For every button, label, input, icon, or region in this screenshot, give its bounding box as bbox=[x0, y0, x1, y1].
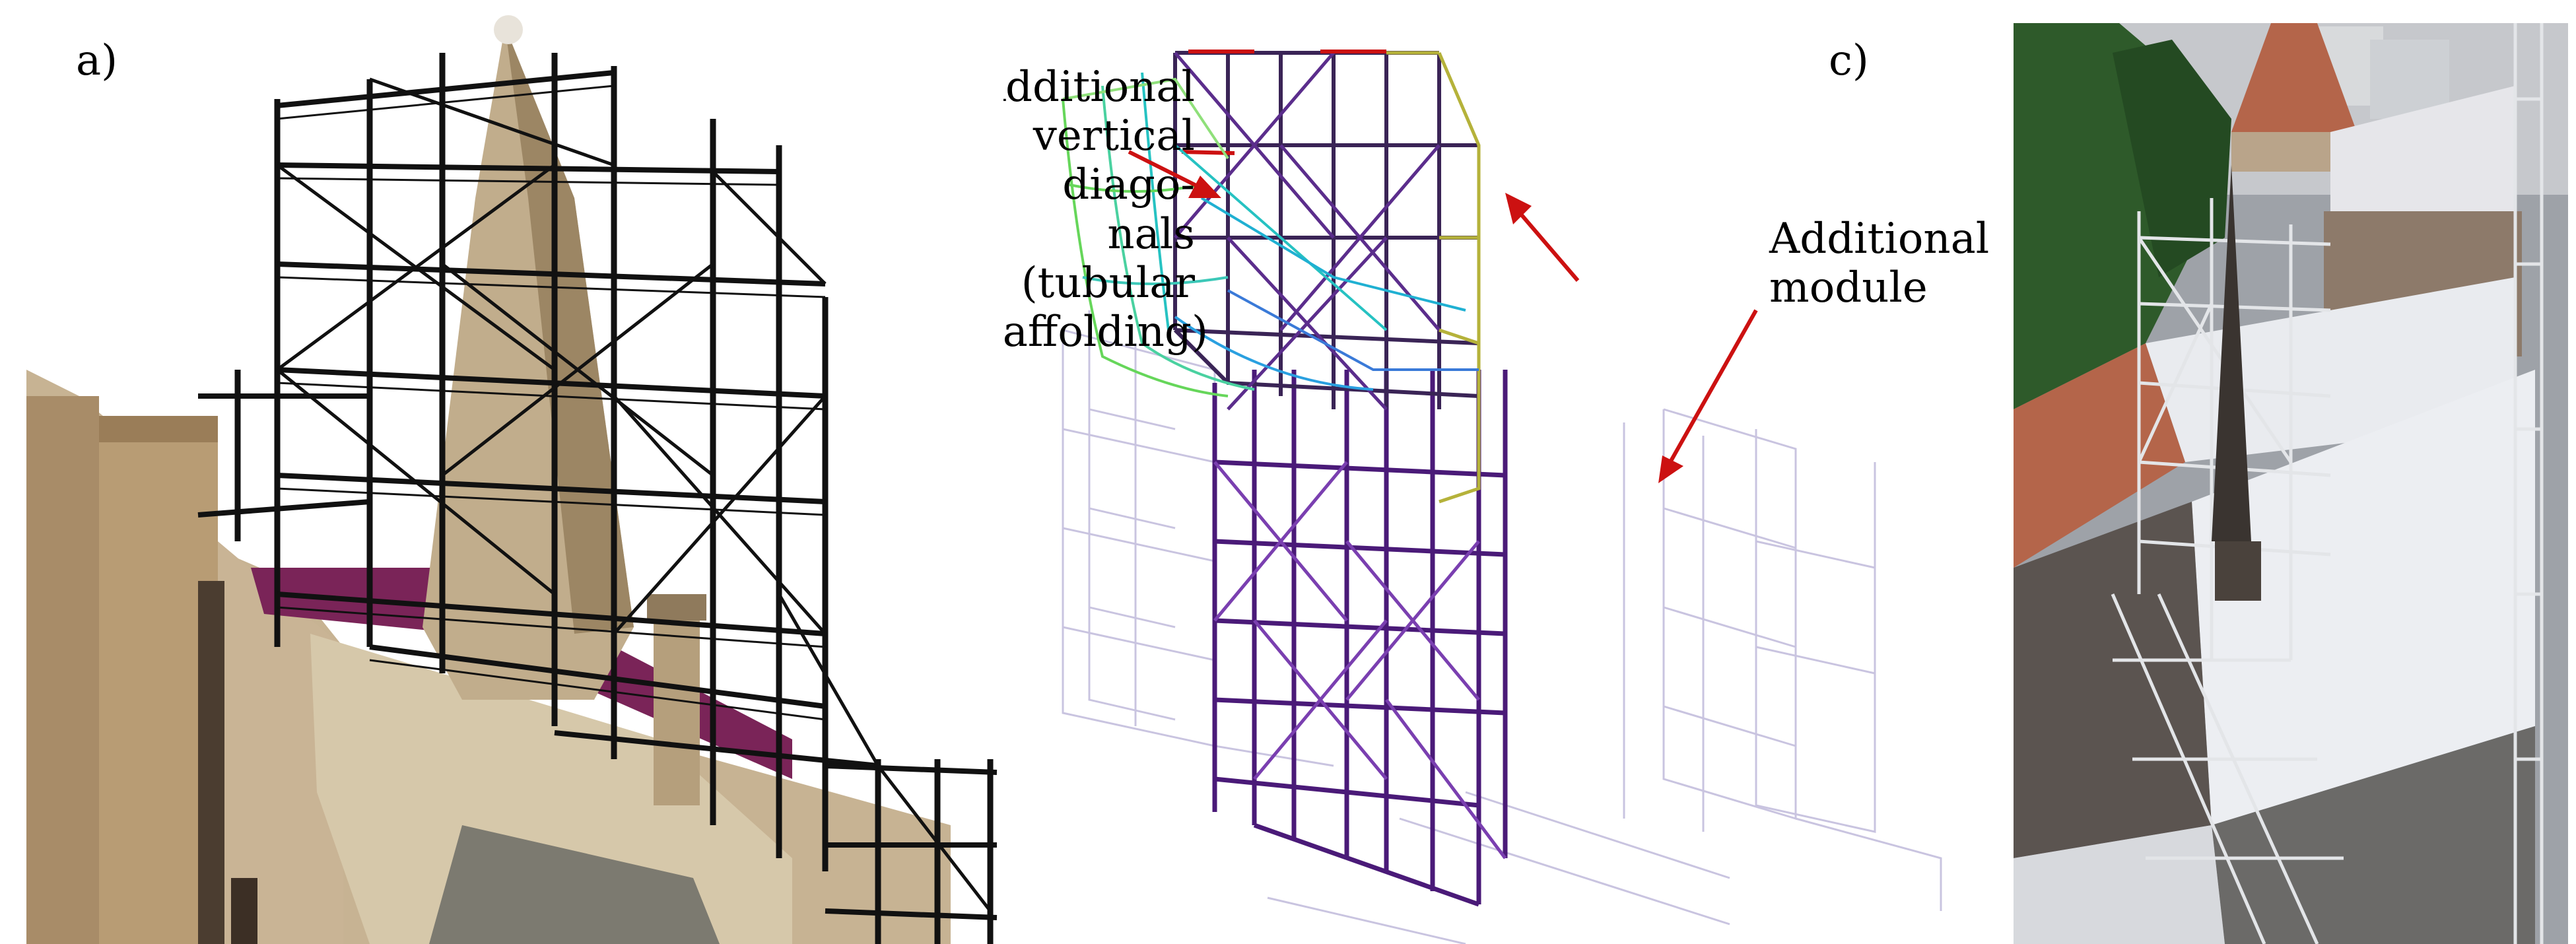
annotation-left-line-3: nals (tubular bbox=[1021, 209, 1195, 308]
panel-a-illustration bbox=[26, 15, 998, 944]
wireframe-upper-diagonals bbox=[1174, 51, 1441, 411]
photo-scaffolding bbox=[2111, 23, 2544, 944]
panel-b-illustration bbox=[1062, 50, 1942, 944]
wireframe-lower bbox=[1212, 370, 1508, 907]
top-red-ledgers bbox=[1181, 50, 1386, 155]
additional-module bbox=[1386, 51, 1481, 504]
arrowhead-upper-right bbox=[1505, 193, 1532, 224]
wireframe-lower-diagonals bbox=[1213, 461, 1507, 860]
panel-a: a) bbox=[0, 0, 1003, 944]
annotation-left-line-2: vertical diago- bbox=[1033, 112, 1195, 210]
ghost-scaffolding bbox=[1062, 310, 1942, 944]
panel-b: b) Additional vertical diago- nals (tubu… bbox=[1003, 0, 2014, 944]
scaffold-decks bbox=[277, 84, 826, 721]
arrowhead-left bbox=[1188, 176, 1221, 198]
arrowhead-lower-right bbox=[1658, 455, 1683, 483]
annotation-arrows bbox=[1128, 150, 1758, 483]
annotation-left-line-4: scaffolding) bbox=[1003, 308, 1208, 357]
panel-label-a: a) bbox=[76, 36, 118, 85]
annotation-right-line-1: Additional bbox=[1769, 215, 1990, 263]
panel-label-c: c) bbox=[1829, 36, 1869, 85]
scaffold-diagonals bbox=[276, 77, 992, 912]
annotation-additional-diagonals: Additional vertical diago- nals (tubular… bbox=[1003, 63, 1208, 357]
tubular-diagonals bbox=[1062, 72, 1479, 397]
annotation-right-line-2: module bbox=[1769, 263, 1928, 313]
panel-c bbox=[2014, 0, 2576, 944]
annotation-left-line-1: Additional bbox=[1003, 63, 1195, 112]
annotation-additional-module: Additional module bbox=[1769, 215, 2007, 312]
panel-c-photo bbox=[2014, 0, 2576, 944]
